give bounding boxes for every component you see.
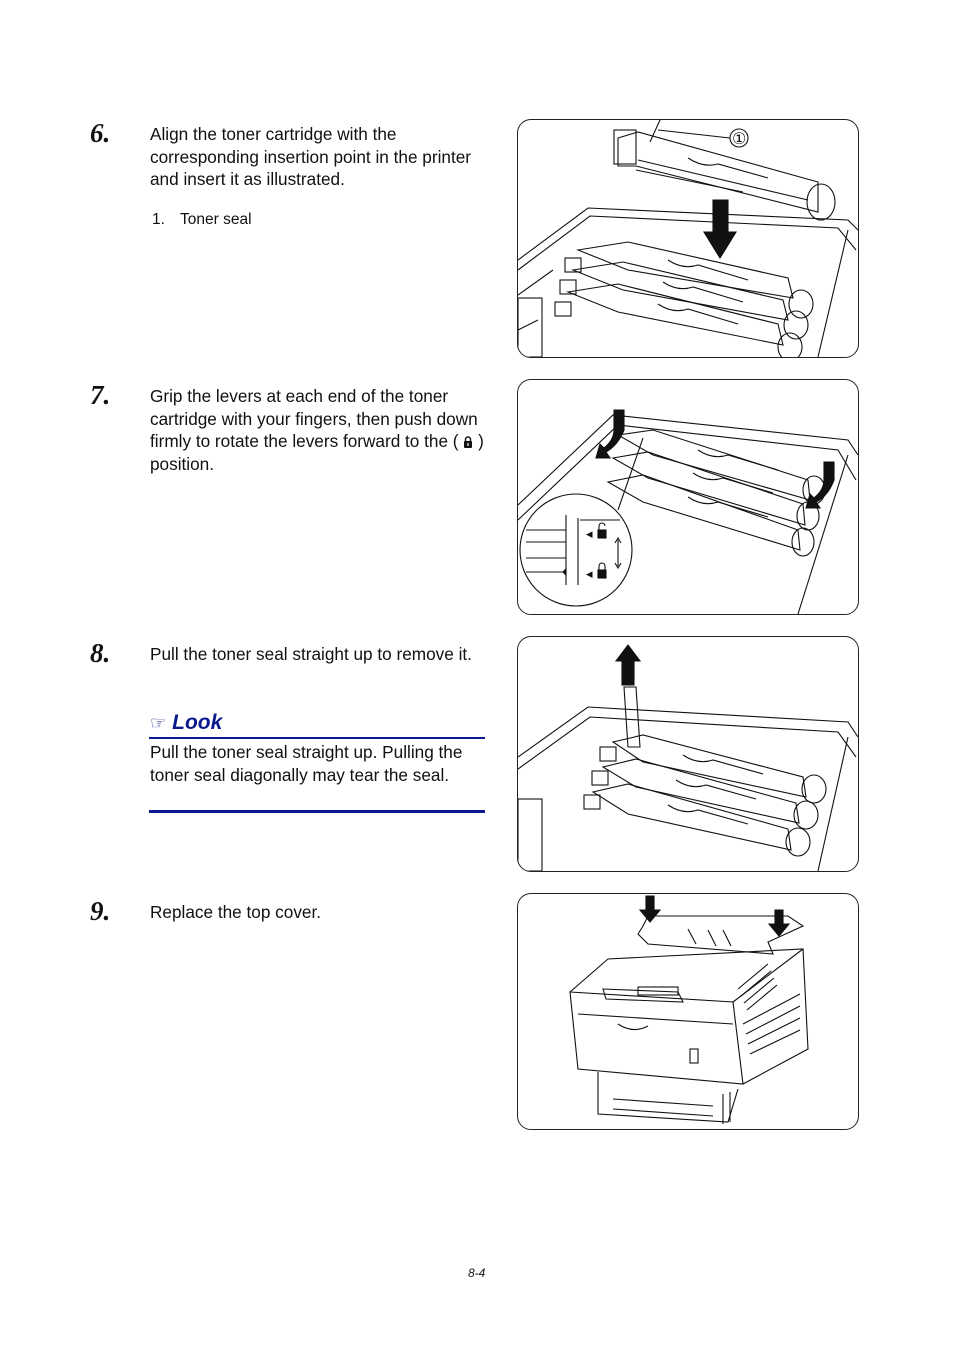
top-cover [637, 915, 805, 955]
look-divider-top [149, 737, 485, 739]
step-9-instruction: Replace the top cover. [150, 902, 322, 922]
step-number-8: 8. [90, 638, 111, 668]
step-7-instruction: Grip the levers at each end of the toner… [150, 385, 490, 475]
step-7-text: Grip the levers at each end of the toner… [150, 385, 490, 475]
rotate-arrow-right [805, 461, 835, 509]
step-8-instruction: Pull the toner seal straight up to remov… [150, 644, 472, 664]
figure-pull-toner-seal [517, 636, 859, 872]
step-7-text-before: Grip the levers at each end of the toner… [150, 386, 478, 452]
toner-cartridge [613, 129, 836, 221]
figure-rotate-levers: ◂ ◂ [517, 379, 859, 615]
step-6-instruction: Align the toner cartridge with the corre… [150, 124, 472, 190]
look-heading: ☞Look [150, 711, 484, 735]
lock-icon [464, 436, 473, 449]
step-number-6: 6. [90, 118, 111, 148]
step-number-9: 9. [90, 896, 111, 926]
down-arrow-left [638, 895, 662, 923]
step-6-text: Align the toner cartridge with the corre… [150, 123, 490, 191]
legend-label: Toner seal [180, 211, 252, 228]
legend-number: 1. [152, 211, 165, 228]
step-number-7: 7. [90, 380, 111, 410]
svg-text:◂: ◂ [586, 567, 593, 582]
look-body: Pull the toner seal straight up. Pulling… [150, 742, 463, 785]
step-9-text: Replace the top cover. [150, 901, 490, 924]
look-divider-bottom [149, 810, 485, 813]
figure-insert-cartridge: ① [517, 119, 859, 358]
look-heading-text: Look [172, 711, 223, 734]
pull-up-arrow [614, 644, 642, 686]
svg-text:◂: ◂ [586, 527, 593, 542]
printer-body [569, 948, 809, 1124]
figure-replace-top-cover [517, 893, 859, 1130]
installed-cartridges [583, 734, 827, 857]
pointing-hand-icon: ☞ [150, 713, 167, 733]
figure-legend: 1. Toner seal [152, 211, 252, 229]
callout-number: ① [732, 129, 746, 148]
insert-arrow [703, 199, 737, 260]
toner-seal-strip [623, 686, 641, 748]
installed-cartridges [554, 241, 814, 357]
page-number: 8-4 [468, 1266, 486, 1280]
step-7-text-after: ) position. [150, 431, 484, 474]
lever-detail-zoom: ◂ ◂ [519, 437, 644, 607]
step-8-text: Pull the toner seal straight up to remov… [150, 643, 490, 666]
down-arrow-right [767, 909, 791, 937]
rotate-arrow-left [595, 409, 625, 459]
installed-cartridges [606, 429, 826, 557]
